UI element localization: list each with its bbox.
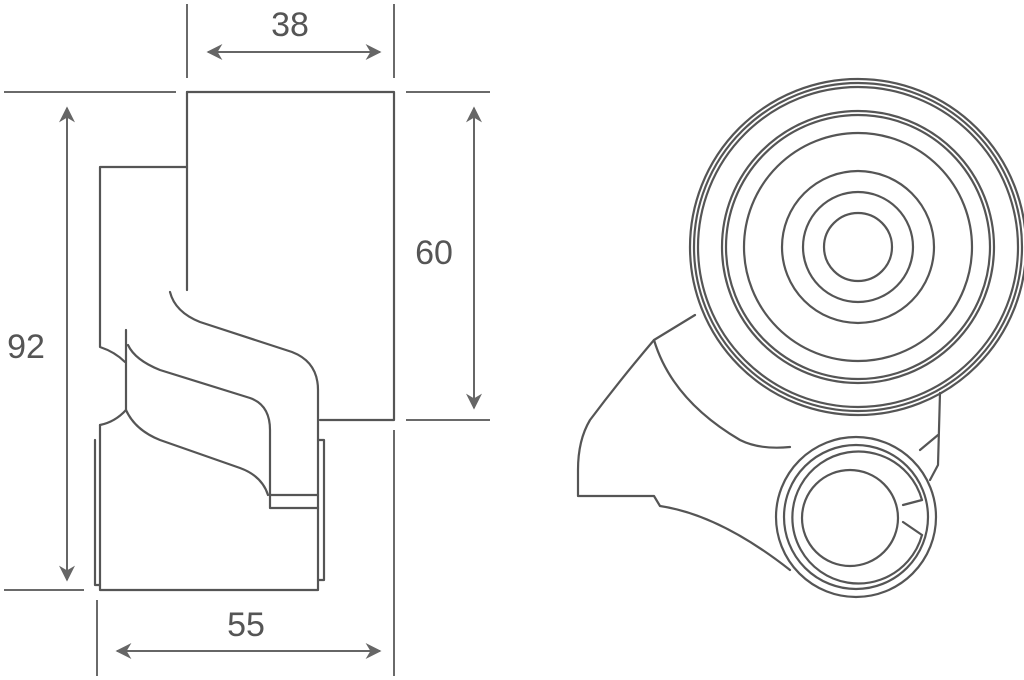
extension-lines	[4, 4, 490, 676]
pulley-face	[742, 131, 974, 363]
front-view	[576, 77, 1024, 599]
dimension-label-55: 55	[227, 606, 265, 644]
side-view: 38 92 60 55	[4, 4, 490, 676]
pulley-outline	[185, 90, 396, 422]
dimension-bottom-width: 55	[115, 606, 382, 659]
base-block	[98, 423, 320, 592]
pivot-boss	[774, 435, 938, 599]
pivot-bore	[800, 468, 900, 568]
pivot-slotted-ring	[791, 450, 924, 585]
bearing-inner	[801, 190, 915, 304]
base-right-flange	[316, 438, 326, 582]
dimension-label-38: 38	[271, 6, 309, 44]
dimension-pulley-height: 60	[415, 106, 482, 410]
pivot-outer	[774, 435, 938, 599]
arm-upper-curve	[168, 290, 320, 510]
pivot-ring	[782, 443, 930, 591]
arm-lower-curve	[124, 408, 270, 497]
dimension-top-width: 38	[206, 6, 382, 60]
pulley-rim-outer-3	[696, 85, 1020, 409]
pulley-rim-inner	[720, 109, 996, 385]
bracket-inner-curve	[652, 338, 792, 449]
pulley-rim-inner-2	[724, 113, 992, 381]
dimension-label-60: 60	[415, 234, 453, 272]
pulley-bore	[822, 211, 894, 283]
pivot-slot	[901, 498, 924, 537]
bearing-outer	[780, 169, 936, 325]
bracket-body	[576, 313, 792, 572]
dimension-overall-height: 92	[7, 106, 75, 582]
dimension-label-92: 92	[7, 328, 45, 366]
arm-middle-curve	[124, 328, 320, 510]
bracket-right-edge	[928, 391, 942, 482]
pulley-rim-outer	[688, 77, 1024, 417]
main-pulley	[688, 77, 1024, 417]
arm-left-join	[98, 408, 128, 427]
bracket-outline	[98, 165, 189, 364]
base-left-flange	[93, 438, 102, 587]
pulley-rim-outer-2	[692, 81, 1024, 413]
bracket-right-notch	[918, 433, 940, 452]
